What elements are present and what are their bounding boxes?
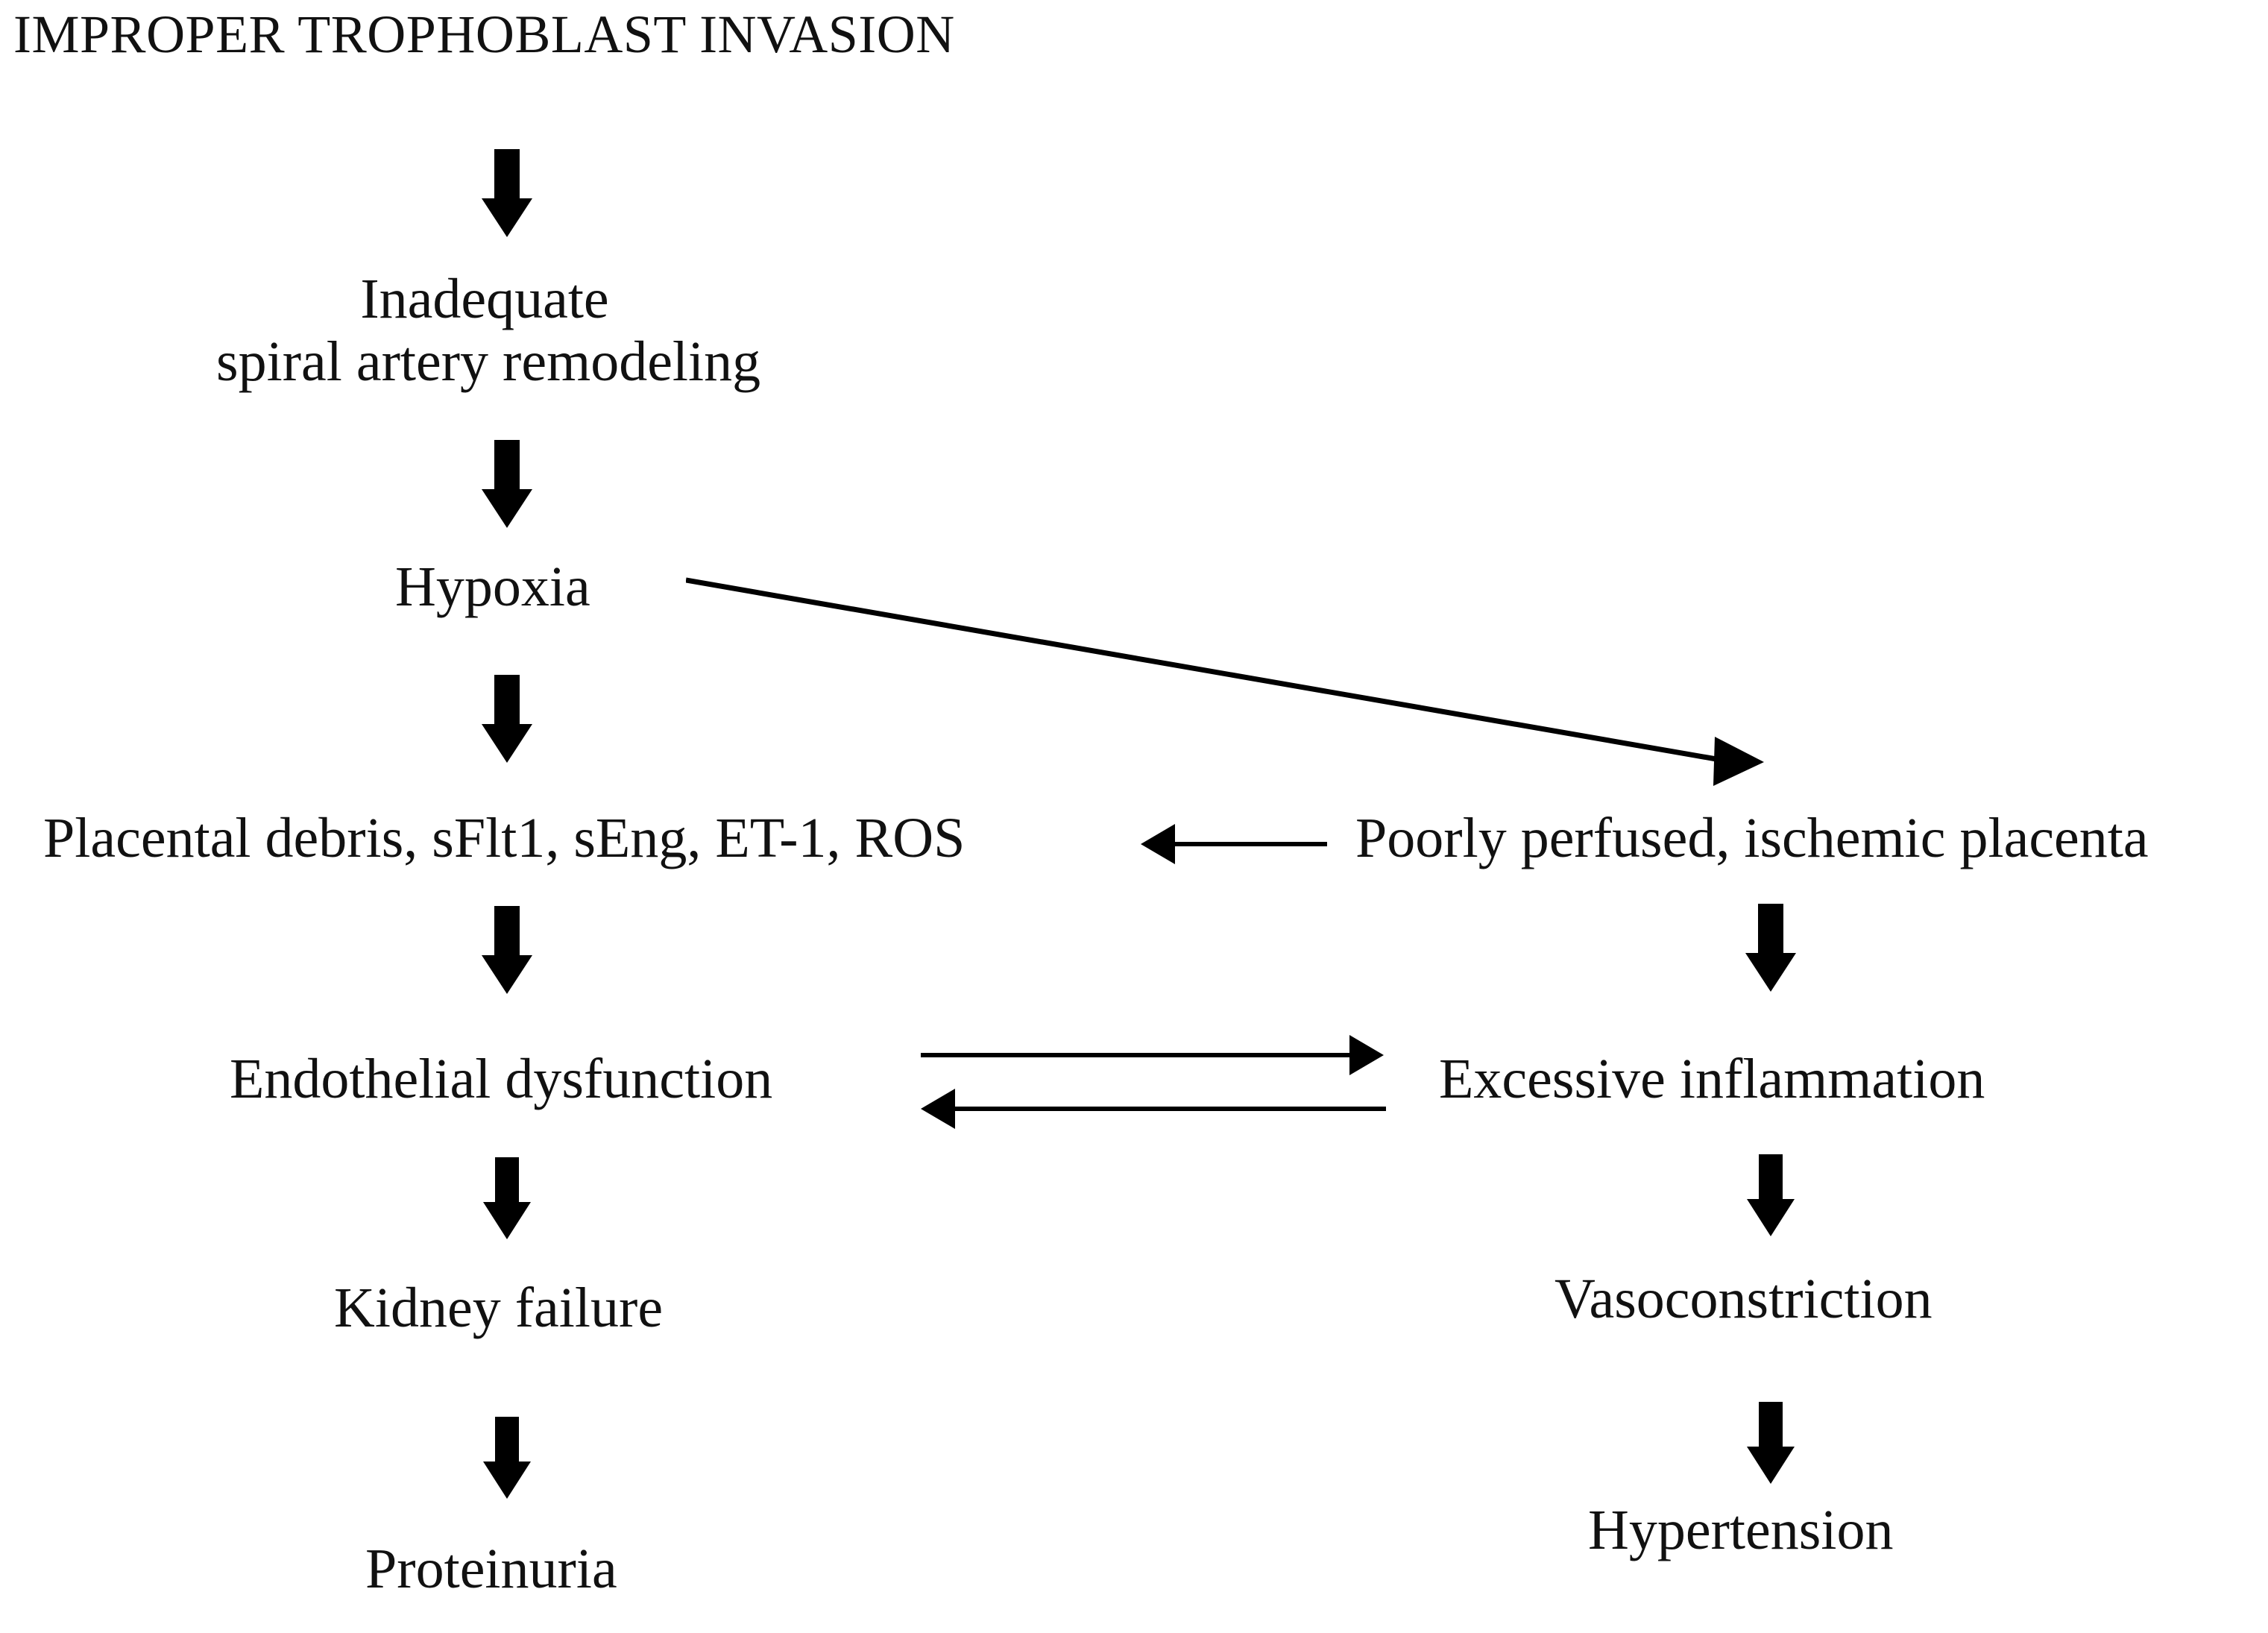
arrow-shaft <box>921 1053 1352 1057</box>
arrow-endothelial-to-inflammation <box>921 1035 1387 1077</box>
arrow-shaft <box>494 906 520 960</box>
arrow-placenta-to-inflammation <box>1726 904 1815 992</box>
arrow-head <box>483 1461 531 1499</box>
node-kidney-failure: Kidney failure <box>334 1277 664 1339</box>
node-inadequate-spiral-artery-remodeling: Inadequate spiral artery remodeling <box>216 268 761 393</box>
arrow-head <box>1745 953 1796 992</box>
arrow-hypoxia-to-placenta <box>685 574 1774 790</box>
page-title: IMPROPER TROPHOBLAST INVASION <box>13 4 955 64</box>
arrow-head <box>482 955 532 994</box>
arrow-inflammation-to-endothelial <box>921 1089 1387 1130</box>
arrow-vaso-to-hypertension <box>1726 1402 1815 1485</box>
arrow-shaft <box>495 1417 519 1466</box>
arrow-shaft <box>1174 842 1327 846</box>
arrow-head <box>1747 1199 1795 1236</box>
arrow-title-to-remodeling <box>462 149 552 237</box>
arrow-head <box>483 1202 531 1239</box>
node-hypoxia: Hypoxia <box>395 556 590 618</box>
arrow-head <box>482 724 532 763</box>
arrow-head <box>1141 824 1175 864</box>
node-excessive-inflammation: Excessive inflammation <box>1439 1048 1985 1110</box>
node-line-1: Inadequate <box>360 268 609 330</box>
arrow-remodeling-to-hypoxia <box>462 440 552 528</box>
node-line-2: spiral artery remodeling <box>216 330 761 393</box>
arrow-shaft <box>494 440 520 494</box>
arrow-kidney-to-proteinuria <box>462 1417 552 1500</box>
arrow-shaft <box>494 675 520 729</box>
arrow-endothelial-to-kidney <box>462 1157 552 1241</box>
arrow-hypoxia-to-debris <box>462 675 552 763</box>
arrow-inflammation-to-vaso <box>1726 1154 1815 1238</box>
node-hypertension: Hypertension <box>1588 1499 1894 1561</box>
arrow-shaft <box>1759 1154 1783 1203</box>
arrow-head <box>1747 1447 1795 1484</box>
arrow-shaft <box>495 1157 519 1206</box>
arrow-placenta-to-debris <box>1141 824 1327 869</box>
arrow-head <box>1349 1035 1384 1075</box>
arrow-shaft <box>954 1107 1386 1111</box>
diagonal-arrow-svg <box>685 577 1764 786</box>
node-poorly-perfused-placenta: Poorly perfused, ischemic placenta <box>1355 807 2149 869</box>
node-proteinuria: Proteinuria <box>365 1538 617 1600</box>
arrow-debris-to-endothelial <box>462 906 552 994</box>
arrow-shaft <box>494 149 520 203</box>
node-placental-debris: Placental debris, sFlt1, sEng, ET-1, ROS <box>43 807 966 869</box>
node-endothelial-dysfunction: Endothelial dysfunction <box>230 1048 773 1110</box>
arrow-head <box>482 198 532 237</box>
arrow-shaft <box>1759 1402 1783 1451</box>
arrow-head <box>921 1089 955 1129</box>
arrow-shaft <box>1758 904 1783 957</box>
node-vasoconstriction: Vasoconstriction <box>1554 1268 1932 1330</box>
arrow-head <box>482 489 532 528</box>
